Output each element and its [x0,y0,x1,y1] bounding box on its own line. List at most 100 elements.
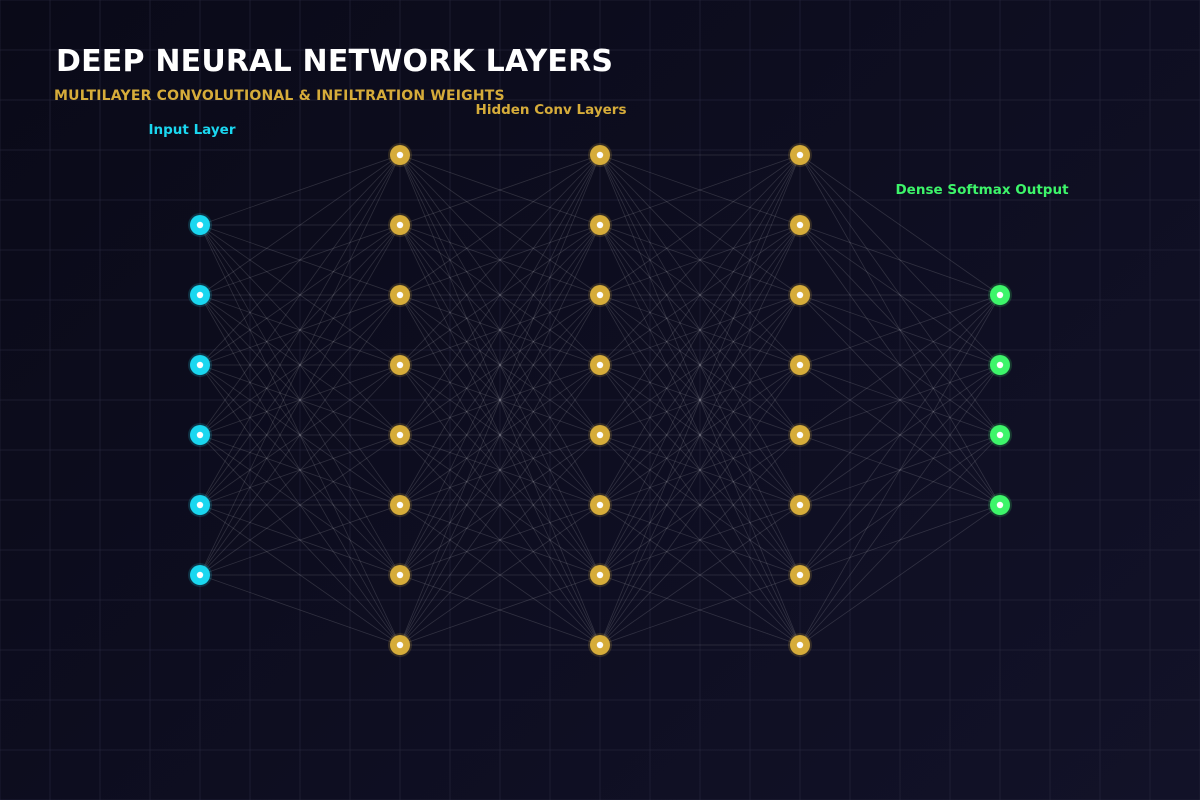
connection-edge [599,294,801,366]
neuron-core [396,151,404,159]
connection-edge [399,294,601,646]
hidden-neuron [588,283,612,307]
connection-edge [599,154,801,506]
connection-edge [199,504,401,576]
connection-edge [599,154,801,296]
connection-edge [599,224,801,576]
connection-edge [399,574,601,646]
neuron-core [396,221,404,229]
hidden-neuron [388,283,412,307]
connection-edge [599,154,801,646]
connection-edge [399,154,601,436]
connection-edge [399,364,601,576]
connection-edge [599,224,801,366]
connection-edge [399,154,601,296]
connection-edge [199,364,401,506]
connection-edge [399,364,601,436]
connection-edge [799,294,1001,366]
connection-edge [199,154,401,576]
neuron-core [196,571,204,579]
neuron-core [396,291,404,299]
connection-edge [399,294,601,576]
connection-edge [799,294,1001,646]
connection-edge [199,504,401,576]
neuron-core [196,291,204,299]
connection-edge [199,154,401,436]
neuron-core [596,151,604,159]
connection-edge [399,154,601,296]
hidden-neuron [788,493,812,517]
connection-edge [599,224,801,646]
neuron-core [396,431,404,439]
neuron-core [796,221,804,229]
connection-edge [599,434,801,576]
connection-edge [199,154,401,506]
connection-weights [199,154,1001,646]
connection-edge [599,434,801,506]
neuron-core [796,151,804,159]
neuron-core [596,571,604,579]
connection-edge [399,434,601,506]
hidden-neuron [588,563,612,587]
connection-edge [399,154,601,576]
connection-edge [199,364,401,436]
connection-edge [599,224,801,506]
connection-edge [199,364,401,576]
connection-edge [399,504,601,576]
connection-edge [799,364,1001,436]
connection-edge [599,294,801,576]
neuron-core [196,431,204,439]
connection-edge [399,364,601,506]
connection-edge [599,364,801,646]
connection-edge [599,434,801,506]
connection-edge [399,154,601,436]
connection-edge [199,224,401,506]
neuron-core [996,291,1004,299]
hidden-neuron [388,493,412,517]
neuron-core [596,221,604,229]
connection-edge [199,504,401,646]
connection-edge [799,294,1001,436]
connection-edge [399,224,601,436]
connection-edge [799,294,1001,436]
hidden-neuron [388,353,412,377]
neuron-core [196,361,204,369]
connection-edge [199,224,401,366]
connection-edge [199,294,401,506]
connection-edge [399,364,601,436]
neuron-core [996,431,1004,439]
connection-edge [599,224,801,436]
connection-edge [399,434,601,646]
neuron-core [396,501,404,509]
connection-edge [199,434,401,576]
connection-edge [399,294,601,436]
hidden-neuron [788,283,812,307]
connection-edge [199,224,401,646]
connection-edge [199,364,401,506]
page-subtitle: MULTILAYER CONVOLUTIONAL & INFILTRATION … [54,88,505,104]
connection-edge [399,294,601,646]
connection-edge [599,574,801,646]
connection-edge [399,224,601,436]
hidden-neuron [788,353,812,377]
input-neuron [188,283,212,307]
connection-edge [599,154,801,366]
hidden-neuron [788,563,812,587]
neuron-core [596,291,604,299]
connection-edge [399,294,601,436]
connection-edge [399,504,601,646]
neuron-core [396,571,404,579]
connection-edge [799,364,1001,576]
neuron-core [596,431,604,439]
connection-edge [399,364,601,646]
connection-edge [599,154,801,576]
connection-edge [199,294,401,366]
connection-edge [399,224,601,506]
connection-edge [199,294,401,576]
connection-edge [399,294,601,506]
connection-edge [599,224,801,366]
connection-edge [599,434,801,646]
output-neuron [988,283,1012,307]
